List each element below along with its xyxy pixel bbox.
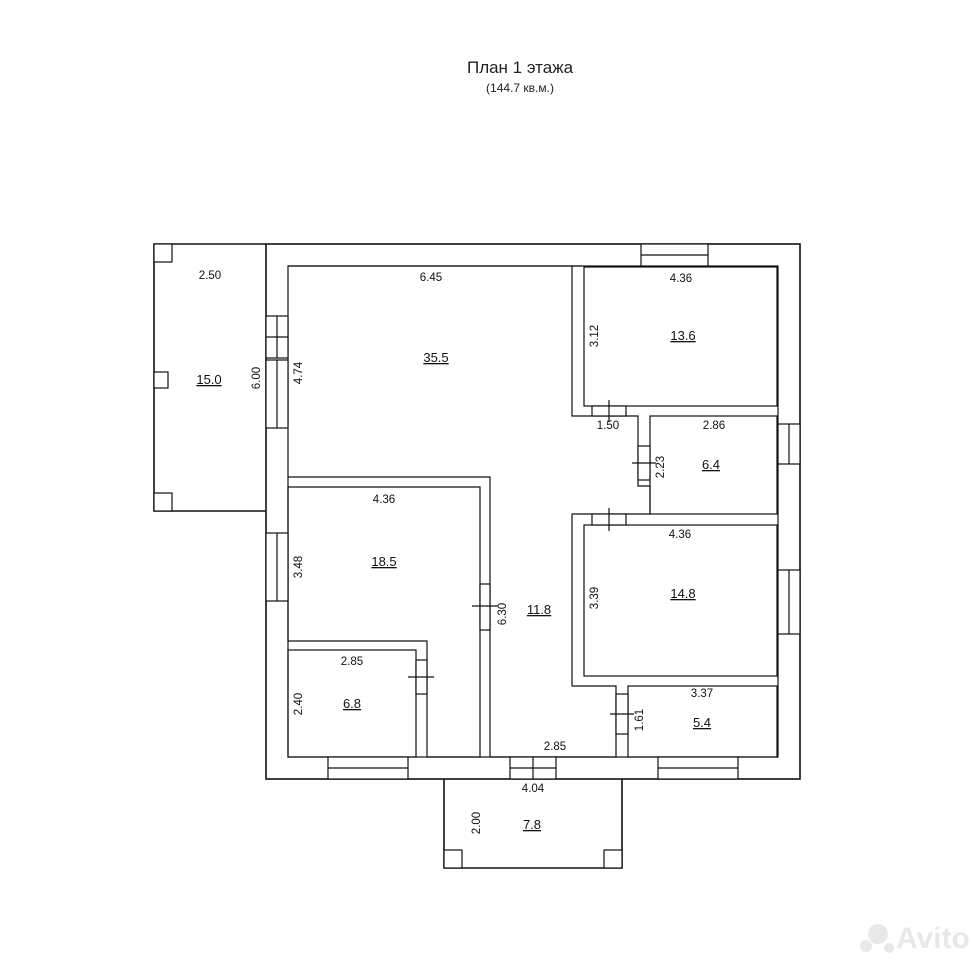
watermark-logo-icon: [860, 940, 872, 952]
door-entrance: [509, 756, 557, 780]
outer-wall-inner: [287, 265, 779, 758]
room-w-walls: [287, 486, 481, 758]
dim-terrace-height: 6.00: [251, 367, 263, 389]
bedroom-ne-walls: [583, 266, 778, 407]
terrace-post: [153, 243, 173, 263]
dim-hall-height: 6.30: [497, 603, 509, 625]
dim-room-sw-height: 2.40: [293, 693, 305, 715]
dim-room-w-width: 4.36: [373, 494, 395, 506]
watermark-logo-icon: [884, 943, 894, 953]
door-bath: [632, 445, 656, 481]
dim-living-height: 4.74: [293, 361, 305, 384]
area-living: 35.5: [423, 350, 448, 365]
dim-room-w-height: 3.48: [293, 556, 305, 578]
dim-bedroom-e-height: 3.39: [589, 587, 601, 609]
dim-living-width: 6.45: [420, 272, 442, 284]
area-hall: 11.8: [527, 602, 551, 617]
area-porch: 7.8: [523, 817, 541, 832]
dim-terrace-width: 2.50: [199, 270, 221, 282]
porch-outline: [443, 779, 623, 869]
dim-room-se-height: 1.61: [634, 709, 646, 731]
area-room-sw: 6.8: [343, 696, 361, 711]
dim-bedroom-ne-width: 4.36: [670, 273, 692, 285]
dim-porch-height: 2.00: [471, 812, 483, 834]
door-bedroom-ne: [591, 400, 627, 422]
door-room-se: [610, 693, 634, 735]
dim-room-sw-width: 2.85: [341, 656, 363, 668]
porch-post: [603, 849, 623, 869]
porch-post: [443, 849, 463, 869]
dim-room-se-width: 3.37: [691, 688, 713, 700]
dim-porch-width: 4.04: [522, 783, 545, 795]
area-room-se: 5.4: [693, 715, 711, 730]
area-room-w: 18.5: [371, 554, 396, 569]
dim-bedroom-ne-height: 3.12: [589, 325, 601, 347]
area-bedroom-e: 14.8: [670, 586, 695, 601]
plan-title: План 1 этажа: [467, 58, 574, 77]
plan-subtitle: (144.7 кв.м.): [486, 81, 554, 95]
bedroom-e-walls: [583, 524, 778, 677]
terrace-post: [153, 492, 173, 512]
dim-bath-width: 2.86: [703, 420, 725, 432]
watermark-logo-icon: [868, 924, 888, 944]
area-bath-e: 6.4: [702, 457, 720, 472]
avito-watermark: Avito: [860, 922, 970, 955]
dim-corridor-door: 1.50: [597, 420, 619, 432]
area-terrace-left: 15.0: [196, 372, 221, 387]
door-room-w: [472, 583, 498, 631]
dim-bath-height: 2.23: [655, 456, 667, 478]
door-room-sw: [408, 659, 434, 695]
area-bedroom-ne: 13.6: [670, 328, 695, 343]
dim-hall-bottom-width: 2.85: [544, 741, 566, 753]
dim-bedroom-e-width: 4.36: [669, 529, 691, 541]
watermark-text: Avito: [896, 922, 970, 955]
terrace-post: [153, 371, 169, 389]
door-bedroom-e: [591, 508, 627, 531]
door-west: [265, 315, 289, 359]
